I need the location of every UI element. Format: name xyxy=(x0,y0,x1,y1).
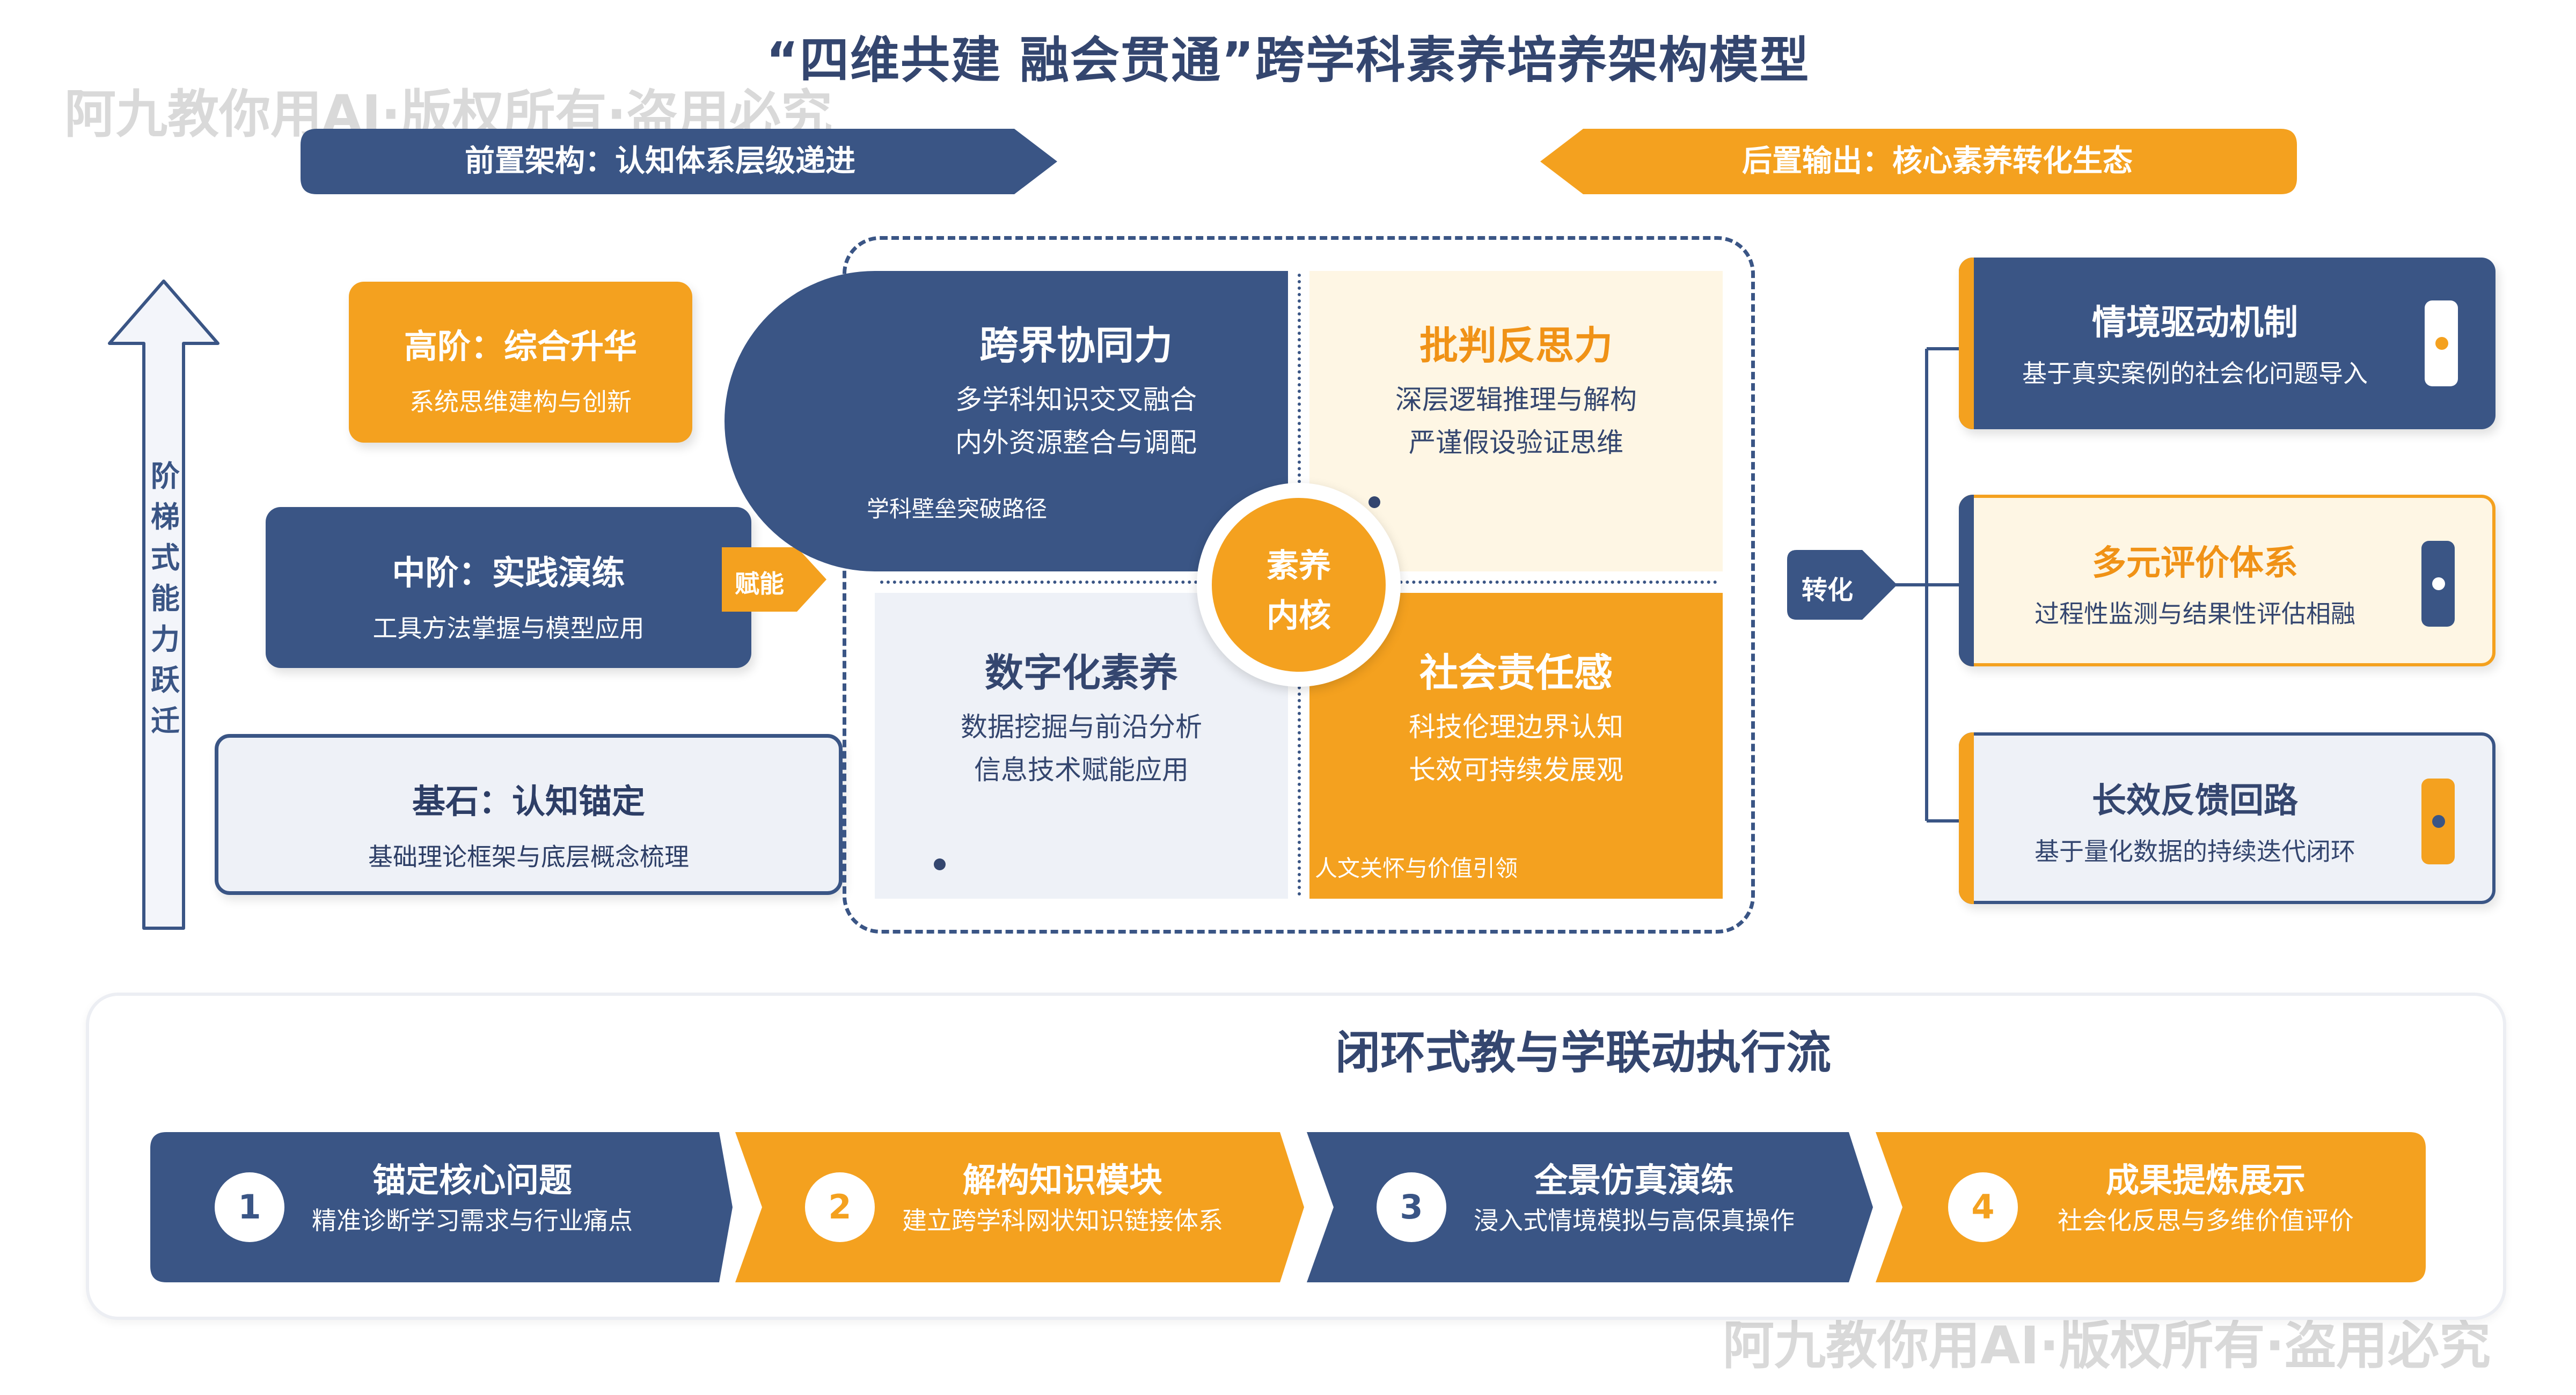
output-card-3-accent xyxy=(1959,732,1974,904)
output-card-scenario: 情境驱动机制 基于真实案例的社会化问题导入 xyxy=(1959,258,2496,429)
output-card-feedback: 长效反馈回路 基于量化数据的持续迭代闭环 xyxy=(1959,732,2496,904)
quadrant-2-dot xyxy=(1368,496,1380,508)
quadrant-3-title: 数字化素养 xyxy=(984,650,1178,695)
flow-step-shapes xyxy=(150,1132,2426,1282)
step-2-sub: 建立跨学科网状知识链接体系 xyxy=(902,1206,1223,1235)
output-card-3-sub: 基于量化数据的持续迭代闭环 xyxy=(2035,837,2355,866)
step-3-number: 3 xyxy=(1377,1172,1446,1242)
quadrant-1-note: 学科壁垒突破路径 xyxy=(867,496,1048,522)
output-card-2-title: 多元评价体系 xyxy=(2092,544,2298,583)
page-title: “四维共建 融会贯通”跨学科素养培养架构模型 xyxy=(766,32,1810,89)
step-2: 解构知识模块 建立跨学科网状知识链接体系 xyxy=(891,1159,1234,1239)
quadrant-3-line-2: 信息技术赋能应用 xyxy=(974,754,1189,785)
core-center-line-2: 内核 xyxy=(1267,597,1331,635)
mid-level-sub: 工具方法掌握与模型应用 xyxy=(372,614,645,643)
output-card-evaluation: 多元评价体系 过程性监测与结果性评估相融 xyxy=(1959,495,2496,666)
step-3-title: 全景仿真演练 xyxy=(1534,1161,1734,1200)
output-card-2-sub: 过程性监测与结果性评估相融 xyxy=(2035,599,2355,628)
core-center-circle: 素养 内核 xyxy=(1212,498,1386,672)
left-banner-arrow xyxy=(301,129,1057,194)
base-level-sub: 基础理论框架与底层概念梳理 xyxy=(368,842,689,871)
step-2-title: 解构知识模块 xyxy=(962,1161,1162,1200)
ladder-label: 阶 梯 式 能 力 跃 迁 xyxy=(151,459,180,738)
output-card-1-sub: 基于真实案例的社会化问题导入 xyxy=(2022,359,2368,388)
right-banner-label: 后置输出：核心素养转化生态 xyxy=(1742,144,2133,179)
empower-arrow xyxy=(722,547,826,612)
base-level-title: 基石：认知锚定 xyxy=(412,782,645,821)
output-card-1-accent xyxy=(1959,258,1974,429)
step-1-sub: 精准诊断学习需求与行业痛点 xyxy=(312,1206,633,1235)
output-card-3-title: 长效反馈回路 xyxy=(2092,781,2298,821)
mid-level-title: 中阶：实践演练 xyxy=(392,553,625,592)
quadrant-4-line-1: 科技伦理边界认知 xyxy=(1409,711,1623,743)
quadrant-4-line-2: 长效可持续发展观 xyxy=(1409,754,1623,785)
quadrant-1-title: 跨界协同力 xyxy=(979,323,1173,368)
quadrant-2-line-1: 深层逻辑推理与解构 xyxy=(1395,384,1637,415)
output-bracket xyxy=(1894,347,1975,823)
step-3: 全景仿真演练 浸入式情境模拟与高保真操作 xyxy=(1462,1159,1806,1239)
output-card-1-title: 情境驱动机制 xyxy=(2092,303,2298,343)
output-card-2-indicator xyxy=(2421,541,2455,627)
quadrant-2-title: 批判反思力 xyxy=(1419,323,1613,368)
high-level-sub: 系统思维建构与创新 xyxy=(409,387,632,416)
quadrant-3-line-1: 数据挖掘与前沿分析 xyxy=(961,711,1202,743)
step-1-shape xyxy=(150,1132,733,1282)
step-4-sub: 社会化反思与多维价值评价 xyxy=(2058,1206,2354,1235)
mid-level-box: 中阶：实践演练 工具方法掌握与模型应用 xyxy=(266,507,751,668)
step-4: 成果提炼展示 社会化反思与多维价值评价 xyxy=(2034,1159,2377,1239)
output-card-2-accent xyxy=(1959,495,1974,666)
quadrant-4-note: 人文关怀与价值引领 xyxy=(1315,855,1518,882)
output-card-3-indicator xyxy=(2421,779,2455,864)
step-1-number: 1 xyxy=(215,1172,284,1242)
right-banner-arrow xyxy=(1540,129,2297,194)
step-2-number: 2 xyxy=(805,1172,875,1242)
core-container xyxy=(843,236,1755,934)
quadrant-1-line-2: 内外资源整合与调配 xyxy=(955,427,1197,458)
step-4-title: 成果提炼展示 xyxy=(2105,1161,2306,1200)
step-4-shape xyxy=(1876,1132,2426,1282)
flow-title: 闭环式教与学联动执行流 xyxy=(1335,1026,1831,1079)
quadrant-cross-collab: 跨界协同力 多学科知识交叉融合 内外资源整合与调配 学科壁垒突破路径 xyxy=(724,271,1288,571)
base-level-box: 基石：认知锚定 基础理论框架与底层概念梳理 xyxy=(215,734,843,895)
empower-label: 赋能 xyxy=(735,569,784,598)
watermark-bottom: 阿九教你用AI·版权所有·盗用必究 xyxy=(1723,1316,2491,1376)
transform-label: 转化 xyxy=(1801,575,1853,605)
quadrant-social: 社会责任感 科技伦理边界认知 长效可持续发展观 人文关怀与价值引领 xyxy=(1309,593,1723,899)
step-2-shape xyxy=(735,1132,1304,1282)
step-1-title: 锚定核心问题 xyxy=(372,1161,572,1200)
quadrant-4-title: 社会责任感 xyxy=(1419,650,1613,695)
quadrant-3-dot xyxy=(934,858,946,870)
step-1: 锚定核心问题 精准诊断学习需求与行业痛点 xyxy=(301,1159,644,1239)
core-center-line-1: 素养 xyxy=(1267,547,1331,585)
step-4-number: 4 xyxy=(1948,1172,2018,1242)
step-3-sub: 浸入式情境模拟与高保真操作 xyxy=(1474,1206,1795,1235)
output-card-1-indicator xyxy=(2425,300,2458,386)
ladder-up-arrow-icon xyxy=(108,280,219,930)
step-3-shape xyxy=(1307,1132,1873,1282)
quadrant-1-line-1: 多学科知识交叉融合 xyxy=(955,384,1197,415)
left-banner-label: 前置架构：认知体系层级递进 xyxy=(465,144,855,179)
quadrant-2-line-2: 严谨假设验证思维 xyxy=(1409,427,1623,458)
high-level-box: 高阶：综合升华 系统思维建构与创新 xyxy=(349,282,692,443)
transform-arrow xyxy=(1787,550,1897,620)
high-level-title: 高阶：综合升华 xyxy=(404,327,637,366)
